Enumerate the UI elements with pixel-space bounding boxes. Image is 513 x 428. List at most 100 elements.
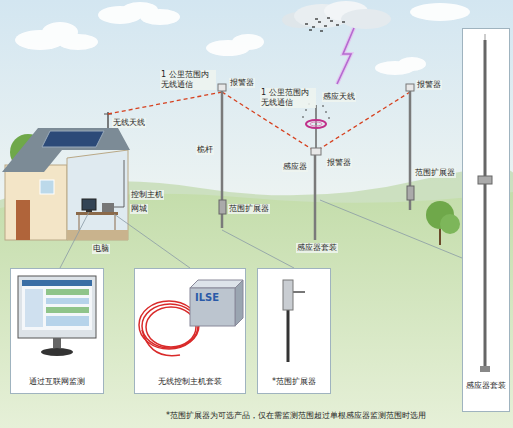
drawing-part [76,212,118,215]
drawing-part [302,116,304,118]
leader-lines [60,200,462,268]
drawing-part [190,280,243,288]
drawing-part [310,122,322,126]
drawing-part [320,200,462,258]
drawing-part [79,215,80,230]
drawing-part [440,214,460,234]
drawing-part [115,215,116,230]
drawing-part [82,199,96,210]
drawing-part [309,29,312,30]
drawing-part [407,186,414,200]
drawing-part [462,28,510,412]
drawing-part [311,148,321,155]
drawing-part [232,34,264,50]
drawing-part [318,92,410,150]
drawing-part [16,200,30,240]
drawing-part [10,268,104,394]
clouds [15,2,470,75]
product-panel: 无线控制主机套装 [134,268,246,394]
drawing-part [108,92,222,114]
drawing-part [67,150,128,240]
drawing-part [305,18,345,31]
drawing-part [327,17,330,18]
drawing-part [53,338,61,348]
drawing-part [337,28,354,84]
drawing-part [325,111,327,113]
drawing-part [306,120,326,128]
product-logo: ILSE [194,292,220,305]
drawing-part [140,9,180,25]
drawing-part [328,117,330,119]
drawing-part [320,30,323,31]
part-label: 感应天线 [322,92,356,102]
drawing-part [257,268,331,394]
drawing-part [102,203,114,212]
monitor-picture [18,276,96,356]
drawing-part [114,160,124,207]
part-label: 1 公里范围内 无线通信 [260,88,316,108]
drawing-part [324,25,327,26]
drawing-part [46,298,89,304]
storm-cloud [282,1,391,84]
footnote-caption: *范围扩展器为可选产品，仅在需监测范围超过单根感应器监测范围时选用 [165,411,427,421]
part-label: 感应器套装 [296,243,338,253]
drawing-part [287,310,290,362]
drawing-part [222,230,294,268]
drawing-part [293,291,305,293]
panel-caption: *范围扩展器 [258,377,330,387]
drawing-part [114,214,190,268]
drawing-part [314,150,317,240]
drawing-part [406,84,414,91]
drawing-part [315,18,318,19]
drawing-part [86,210,92,212]
drawing-part [142,330,180,356]
drawing-part [305,109,307,111]
drawing-part [2,128,130,172]
drawing-part [336,24,339,25]
part-label: 范围扩展器 [414,168,456,178]
product-panel: 感应器套装 [462,28,510,412]
drawing-part [190,288,235,326]
part-label: 网城 [130,204,148,214]
part-label: 1 公里范围内 无线通信 [160,70,216,90]
part-label: 报警器 [229,78,255,88]
drawing-part [146,307,196,347]
drawing-part [18,276,96,338]
drawing-part [46,316,89,326]
poles [218,84,414,240]
drawing-part [341,9,391,29]
drawing-part [67,230,128,240]
drawing-part [46,289,89,295]
part-label: 报警器 [326,158,352,168]
drawing-part [410,3,470,21]
drawing-part [134,268,246,394]
product-panel: *范围扩展器 [257,268,331,394]
wireless-links [108,92,410,150]
drawing-part [322,105,324,107]
part-label: 无线天线 [112,118,146,128]
drawing-part [485,34,486,40]
drawing-part [46,307,89,313]
drawing-part [283,280,293,310]
sensor-kit-picture [478,34,492,372]
drawing-part [235,280,243,326]
drawing-part [40,180,54,194]
part-label: 报警器 [416,80,442,90]
extender-picture [283,280,305,362]
drawing-part [41,348,73,356]
drawing-part [478,176,492,184]
panel-grounds [10,28,510,412]
part-label: 控制主机 [130,190,164,200]
drawing-part [318,21,321,22]
part-label: 感应器 [282,162,308,172]
drawing-part [342,21,345,22]
product-panel: 通过互联网监测 [10,268,104,394]
drawing-part [480,366,490,372]
drawing-part [305,23,308,24]
drawing-part [42,131,104,147]
drawing-part [22,280,92,330]
panel-caption: 通过互联网监测 [11,377,103,387]
